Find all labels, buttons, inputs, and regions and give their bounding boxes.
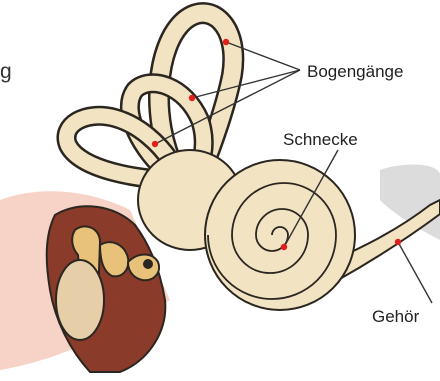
label-schnecke: Schnecke: [283, 131, 358, 148]
marker-canal-lower: [152, 141, 158, 147]
cut-off-heading-fragment: g: [0, 61, 12, 82]
marker-canal-top: [223, 39, 229, 45]
label-bogengaenge: Bogengänge: [307, 63, 403, 80]
marker-cochlea: [281, 244, 287, 250]
marker-nerve: [395, 239, 401, 245]
cochlea: [205, 160, 355, 310]
marker-canal-middle: [189, 95, 195, 101]
label-gehoer: Gehör: [372, 308, 419, 325]
eardrum: [56, 260, 104, 340]
